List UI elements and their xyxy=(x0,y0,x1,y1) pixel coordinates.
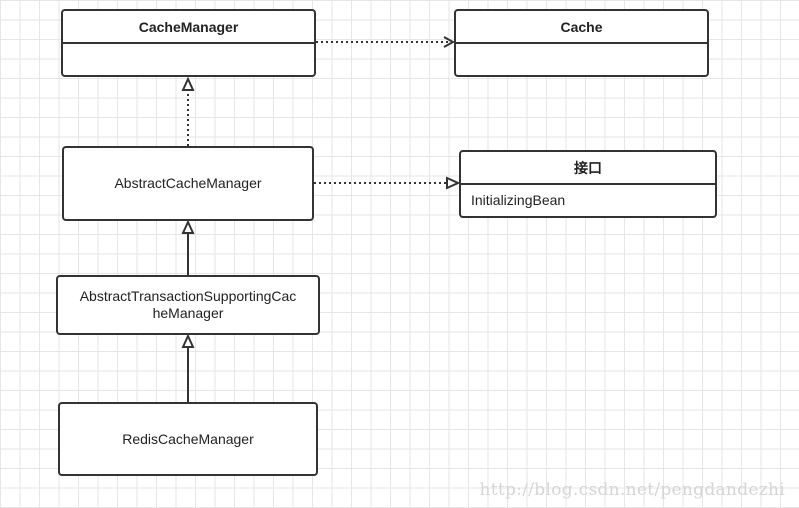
class-box-abstractcachemanager[interactable]: AbstractCacheManager xyxy=(62,146,314,221)
class-box-rediscachemanager[interactable]: RedisCacheManager xyxy=(58,402,318,476)
interface-member: InitializingBean xyxy=(471,192,566,208)
class-box-cachemanager[interactable]: CacheManager xyxy=(61,9,316,77)
class-title: CacheManager xyxy=(63,11,314,44)
class-label-line-1: AbstractTransactionSupportingCac xyxy=(79,288,297,304)
interface-box-initializingbean[interactable]: 接口 InitializingBean xyxy=(459,150,717,218)
class-label: RedisCacheManager xyxy=(122,430,254,447)
class-box-abstracttransactionsupportingcachemanager[interactable]: AbstractTransactionSupportingCac heManag… xyxy=(56,275,320,335)
class-label: AbstractCacheManager xyxy=(114,175,262,191)
watermark: http://blog.csdn.net/pengdandezhi xyxy=(479,480,785,500)
interface-title: 接口 xyxy=(461,152,715,185)
class-label-line-2: heManager xyxy=(152,305,224,321)
class-title: Cache xyxy=(456,11,707,44)
class-box-cache[interactable]: Cache xyxy=(454,9,709,77)
